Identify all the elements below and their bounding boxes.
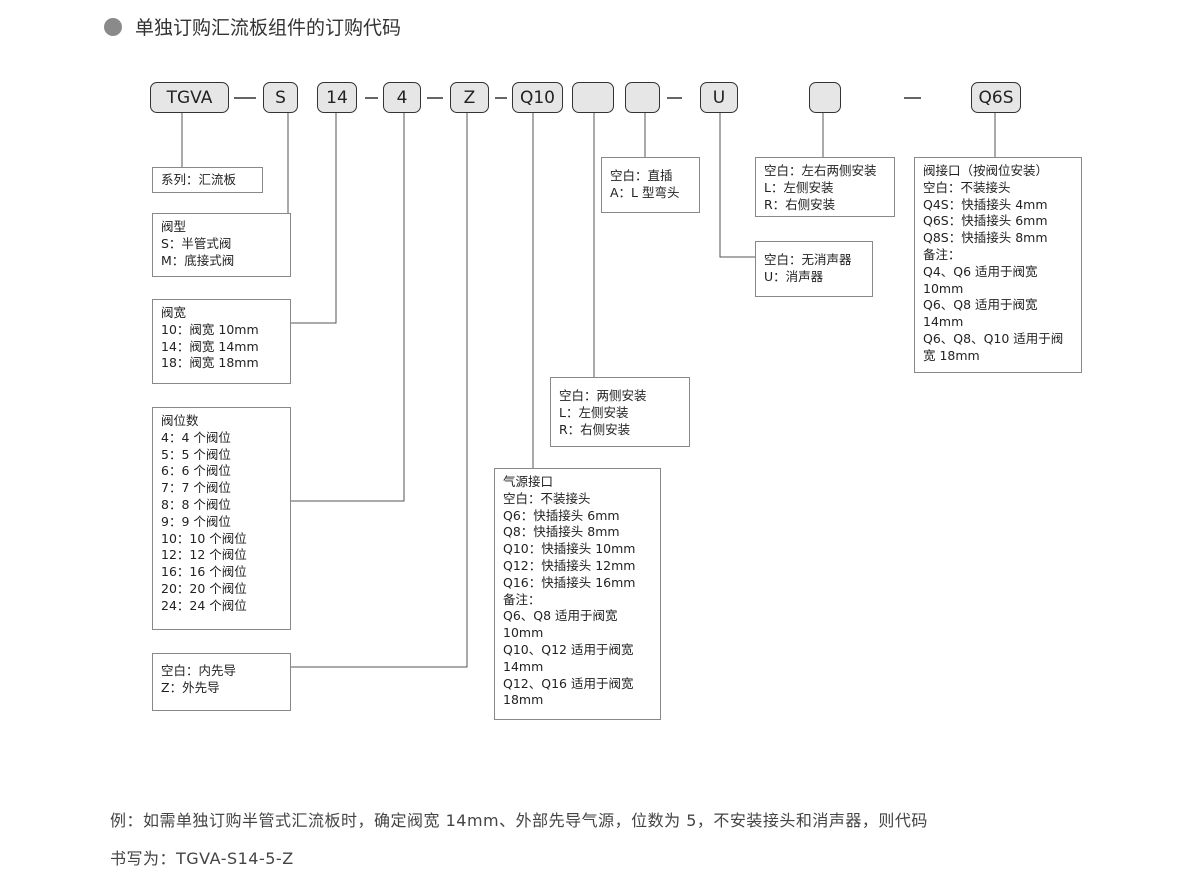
box-line: U：消声器 (764, 268, 824, 284)
code-type: S (263, 82, 298, 113)
box-line: 备注： (503, 591, 541, 607)
box-line: Q6、Q8、Q10 适用于阀 (923, 330, 1064, 346)
box-line: 气源接口 (503, 474, 554, 489)
box-line: 阀宽 (161, 305, 187, 320)
box-line: 系列：汇流板 (161, 172, 237, 187)
box-line: 6：6 个阀位 (161, 463, 231, 479)
box-line: Q12：快插接头 12mm (503, 557, 636, 573)
box-line: Q8S：快插接头 8mm (923, 230, 1048, 246)
code-width: 14 (317, 82, 357, 113)
box-line: 9：9 个阀位 (161, 513, 231, 529)
code-blank-air-side (572, 82, 614, 113)
box-series: 系列：汇流板 (152, 167, 263, 193)
box-line: 空白：无消声器 (764, 252, 852, 267)
page-title: 单独订购汇流板组件的订购代码 (135, 17, 402, 39)
box-line: 阀接口（按阀位安装） (923, 163, 1049, 178)
footer-code: 书写为：TGVA-S14-5-Z (110, 849, 294, 868)
bullet-icon (104, 18, 122, 36)
box-line: Q6、Q8 适用于阀宽 (923, 297, 1038, 313)
box-line: Z：外先导 (161, 679, 220, 695)
footer-example: 例：如需单独订购半管式汇流板时，确定阀宽 14mm、外部先导气源，位数为 5，不… (110, 811, 928, 830)
box-line: 阀型 (161, 219, 187, 234)
box-line: 阀位数 (161, 413, 199, 428)
code-muffler: U (700, 82, 738, 113)
box-line: 24：24 个阀位 (161, 597, 247, 613)
code-series: TGVA (150, 82, 229, 113)
box-line: Q6：快插接头 6mm (503, 507, 620, 523)
box-line: 14：阀宽 14mm (161, 338, 259, 354)
box-line: L：左侧安装 (559, 404, 629, 420)
box-line: 空白：两侧安装 (559, 388, 647, 403)
box-line: 5：5 个阀位 (161, 446, 231, 462)
box-line: Q12、Q16 适用于阀宽 (503, 675, 634, 691)
code-blank-muffler-side (809, 82, 841, 113)
box-line: 宽 18mm (923, 347, 980, 363)
box-line: M：底接式阀 (161, 252, 235, 268)
box-line: 10mm (503, 625, 544, 641)
code-blank-fitting (625, 82, 660, 113)
code-valve-port: Q6S (971, 82, 1021, 113)
box-line: R：右侧安装 (559, 421, 631, 437)
box-line: 空白：内先导 (161, 663, 237, 678)
box-line: 空白：左右两侧安装 (764, 163, 877, 178)
box-line: 空白：不装接头 (923, 179, 1011, 195)
box-line: Q10：快插接头 10mm (503, 541, 636, 557)
box-line: 12：12 个阀位 (161, 547, 247, 563)
box-line: 14mm (923, 314, 964, 330)
code-air: Q10 (512, 82, 563, 113)
box-line: 8：8 个阀位 (161, 496, 231, 512)
box-line: L：左侧安装 (764, 179, 834, 195)
box-line: 20：20 个阀位 (161, 580, 247, 596)
box-line: 空白：不装接头 (503, 490, 591, 506)
box-line: 10mm (923, 280, 964, 296)
box-line: 7：7 个阀位 (161, 480, 231, 496)
box-line: 14mm (503, 658, 544, 674)
box-line: 18：阀宽 18mm (161, 355, 259, 371)
box-line: A：L 型弯头 (610, 184, 680, 200)
box-line: 10：阀宽 10mm (161, 321, 259, 337)
box-line: Q6S：快插接头 6mm (923, 213, 1048, 229)
code-pilot: Z (450, 82, 489, 113)
box-line: 空白：直插 (610, 168, 673, 183)
box-line: Q8：快插接头 8mm (503, 524, 620, 540)
box-line: 16：16 个阀位 (161, 564, 247, 580)
box-line: 10：10 个阀位 (161, 530, 247, 546)
box-line: Q6、Q8 适用于阀宽 (503, 608, 618, 624)
box-line: S：半管式阀 (161, 235, 232, 251)
box-line: Q4S：快插接头 4mm (923, 196, 1048, 212)
box-line: 18mm (503, 692, 544, 708)
code-stations: 4 (383, 82, 421, 113)
box-line: Q16：快插接头 16mm (503, 574, 636, 590)
box-line: Q4、Q6 适用于阀宽 (923, 263, 1038, 279)
box-line: 备注： (923, 246, 961, 262)
box-line: R：右侧安装 (764, 196, 836, 212)
box-line: Q10、Q12 适用于阀宽 (503, 641, 634, 657)
box-line: 4：4 个阀位 (161, 429, 231, 445)
